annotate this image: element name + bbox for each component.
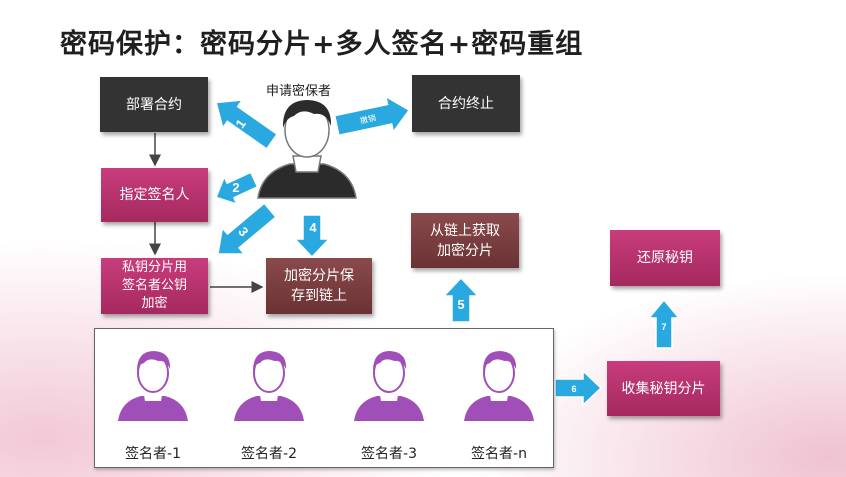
applicant-label: 申请密保者	[266, 84, 332, 99]
signer-n: 签名者-n	[451, 347, 547, 462]
arrow-7-label: 7	[661, 322, 666, 332]
arrow-revoke-icon	[333, 95, 411, 137]
arrow-5-icon	[442, 276, 480, 323]
signers-panel: 签名者-1 签名者-2 签名者-3 签名者-n	[94, 328, 554, 468]
person-icon	[464, 351, 534, 421]
arrow-4-icon	[293, 214, 331, 259]
signer-label: 签名者-1	[125, 446, 181, 462]
arrow-3-icon	[217, 202, 277, 255]
deploy-contract-text: 部署合约	[126, 96, 182, 113]
collect-shards-text: 收集秘钥分片	[621, 380, 706, 397]
signer-label: 签名者-2	[241, 446, 297, 462]
arrow-5-label: 5	[457, 297, 464, 312]
assign-signers-box: 指定签名人	[101, 168, 208, 222]
page-title: 密码保护：密码分片+多人签名+密码重组	[60, 29, 584, 60]
arrow-7-icon	[647, 298, 681, 349]
encrypt-shards-box: 私钥分片用 签名者公钥 加密	[101, 258, 208, 314]
save-on-chain-box: 加密分片保 存到链上	[266, 258, 372, 314]
assign-signers-text: 指定签名人	[119, 187, 190, 203]
fetch-from-chain-box: 从链上获取 加密分片	[411, 213, 519, 268]
encrypt-shards-text: 私钥分片用 签名者公钥 加密	[121, 260, 187, 311]
restore-key-box: 还原秘钥	[610, 230, 720, 286]
deploy-contract-box: 部署合约	[100, 77, 208, 132]
applicant-person-icon	[257, 100, 357, 199]
save-on-chain-text: 加密分片保 存到链上	[284, 268, 354, 304]
arrow-4-label: 4	[309, 220, 317, 235]
arrow-6-label: 6	[571, 384, 576, 394]
signer-label: 签名者-3	[361, 446, 417, 462]
terminate-contract-box: 合约终止	[412, 75, 520, 132]
collect-shards-box: 收集秘钥分片	[607, 361, 720, 416]
signer-3: 签名者-3	[341, 347, 437, 462]
fetch-from-chain-text: 从链上获取 加密分片	[430, 222, 500, 259]
person-icon	[234, 351, 304, 421]
person-icon	[118, 351, 188, 421]
signer-1: 签名者-1	[105, 347, 201, 462]
terminate-contract-text: 合约终止	[438, 95, 494, 112]
person-icon	[354, 351, 424, 421]
arrow-revoke-label: 撤销	[359, 112, 377, 125]
arrow-1-icon	[215, 99, 279, 150]
arrow-2-label: 2	[232, 180, 239, 195]
restore-key-text: 还原秘钥	[637, 250, 693, 266]
arrow-2-icon	[215, 171, 259, 206]
signer-label: 签名者-n	[471, 446, 527, 462]
signer-2: 签名者-2	[221, 347, 317, 462]
arrow-6-icon	[554, 369, 603, 407]
